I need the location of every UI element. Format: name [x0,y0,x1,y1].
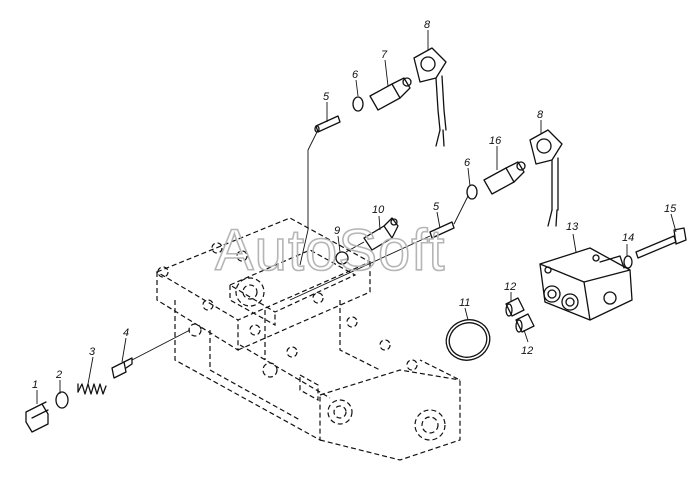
callout-13: 13 [566,221,579,233]
valve-part-4 [111,357,133,379]
callout-9: 9 [334,225,340,237]
sensor-part-10 [363,217,399,251]
pin-part-5-left [299,115,341,266]
callout-15: 15 [664,203,677,215]
callout-4: 4 [123,327,129,339]
pin-part-5-right [289,221,455,301]
bushing-part-12-lower [515,313,535,333]
watermark-text: AutoSoft [215,218,445,283]
callout-2: 2 [55,369,62,381]
connector-part-8-right [529,129,563,227]
callout-12-upper: 12 [504,281,516,293]
callout-16: 16 [489,135,502,147]
bolt-part-15 [635,227,687,259]
callout-7: 7 [381,49,388,61]
washer-part-6-left [352,96,364,112]
callout-leaders [36,30,677,404]
oring-part-11 [445,319,491,361]
bushing-part-12-upper [505,297,525,317]
callout-8-top: 8 [424,19,431,31]
sensor-part-16 [483,161,526,195]
callout-11: 11 [459,297,470,309]
callout-10: 10 [372,204,385,216]
callout-3: 3 [89,346,96,358]
washer-part-2 [55,391,69,409]
washer-part-6-right [466,184,478,200]
sensor-part-7 [369,77,412,111]
callout-14: 14 [622,232,634,244]
callout-12-lower: 12 [521,345,533,357]
axis-line-left [131,329,191,361]
callout-8-right: 8 [537,109,544,121]
plug-part-1 [25,401,49,433]
housing-body [155,217,461,461]
callout-5-right: 5 [433,201,440,213]
callout-6-left: 6 [352,69,359,81]
washer-part-9 [335,251,349,265]
connector-part-8-top [413,47,447,147]
callout-1: 1 [32,379,38,391]
valve-body-part-13 [539,247,633,321]
plug-assembly [25,329,191,433]
washer-part-14 [623,255,633,269]
callout-5-left: 5 [323,91,330,103]
spring-part-3 [77,383,107,395]
callout-labels: 1 2 3 4 5 6 7 8 5 6 16 8 10 9 11 12 12 1… [32,19,677,391]
callout-6-right: 6 [464,157,471,169]
